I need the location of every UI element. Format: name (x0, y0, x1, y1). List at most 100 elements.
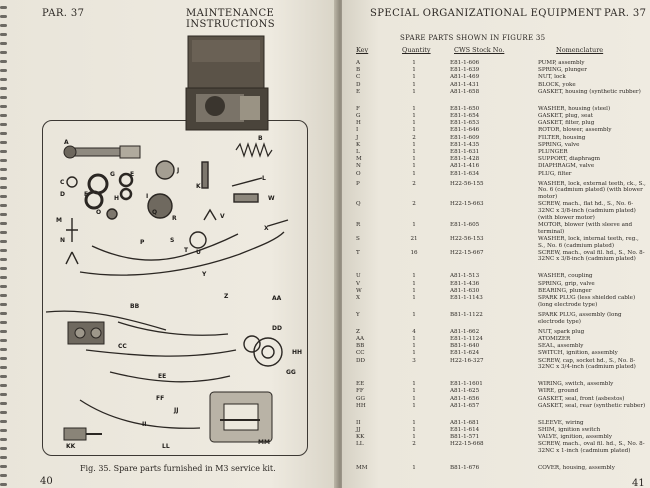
row-nomenclature: GASKET, plug, seat (538, 112, 593, 119)
row-stock-number: E81-1-605 (450, 221, 480, 228)
svg-text:Q: Q (152, 209, 157, 216)
row-quantity: 21 (410, 235, 418, 242)
row-quantity: 1 (412, 464, 416, 471)
row-nomenclature: SPARK PLUG (less shielded cable) (long e… (538, 294, 636, 308)
svg-text:LL: LL (162, 443, 170, 450)
spiral-ring (0, 96, 7, 99)
row-key: CC (356, 350, 365, 357)
figure-caption: Fig. 35. Spare parts furnished in M3 ser… (80, 464, 276, 473)
row-key: JJ (356, 426, 361, 433)
row-quantity: 3 (412, 357, 416, 364)
row-nomenclature: SUPPORT, diaphragm (538, 156, 601, 163)
row-key: GG (356, 395, 365, 402)
spiral-ring (0, 87, 7, 90)
left-page-number: 40 (40, 476, 53, 487)
row-stock-number: E81-1-653 (450, 120, 480, 127)
row-quantity: 1 (412, 60, 416, 66)
row-stock-number: A81-1-658 (450, 88, 480, 95)
column-header-quantity: Quantity (402, 46, 431, 54)
row-nomenclature: SHIM, ignition switch (538, 426, 601, 433)
row-stock-number: B81-1-571 (450, 434, 480, 440)
spiral-ring (0, 204, 7, 207)
left-running-header: MAINTENANCE INSTRUCTIONS (186, 8, 276, 30)
spiral-ring (0, 213, 7, 216)
spiral-ring (0, 15, 7, 18)
row-key: Z (356, 328, 360, 335)
spiral-ring (0, 114, 7, 117)
row-quantity: 1 (412, 419, 416, 426)
row-stock-number: A81-1-681 (450, 419, 480, 426)
row-nomenclature: SWITCH, ignition, assembly (538, 350, 618, 357)
row-stock-number: E81-1-609 (450, 134, 480, 141)
row-nomenclature: DIAPHRAGM, valve (538, 163, 595, 170)
row-stock-number: E81-1-634 (450, 170, 480, 177)
row-quantity: 1 (412, 350, 416, 357)
svg-text:JJ: JJ (173, 407, 178, 414)
row-stock-number: B81-1-676 (450, 464, 480, 471)
row-nomenclature: COVER, housing, assembly (538, 464, 615, 471)
svg-text:L: L (262, 175, 266, 182)
spiral-ring (0, 258, 7, 261)
svg-text:S: S (170, 237, 174, 244)
row-stock-number: A81-1-662 (450, 328, 480, 335)
spiral-ring (0, 438, 7, 441)
row-nomenclature: SLEEVE, wiring (538, 419, 584, 426)
row-nomenclature: WASHER, lock, internal teeth, reg., S., … (538, 235, 639, 249)
row-stock-number: E81-1-614 (450, 426, 480, 433)
spiral-ring (0, 357, 7, 360)
row-quantity: 1 (412, 273, 416, 280)
spiral-ring (0, 222, 7, 225)
part-label-text: AB CD EF GH IJ KL MN OP QR ST UV WX YZ A… (56, 135, 302, 450)
row-nomenclature: GASKET, seal, front (asbestos) (538, 395, 625, 402)
row-nomenclature: WASHER, lock, external teeth, ck., S., N… (538, 180, 646, 201)
row-nomenclature: NUT, lock (538, 74, 566, 81)
row-quantity: 2 (412, 134, 416, 141)
row-stock-number: B81-1-1122 (450, 311, 483, 318)
svg-text:FF: FF (156, 395, 164, 402)
row-key: Y (356, 311, 360, 318)
row-stock-number: E81-1-639 (450, 67, 480, 74)
column-header-stock-number: CWS Stock No. (454, 46, 505, 54)
svg-text:BB: BB (130, 303, 140, 310)
row-key: B (356, 67, 361, 74)
row-stock-number: E81-1-428 (450, 156, 480, 163)
row-stock-number: E81-1-606 (450, 60, 480, 66)
service-kit-box (185, 35, 269, 131)
row-nomenclature: ROTOR, blower, assembly (538, 127, 612, 134)
spiral-ring (0, 411, 7, 414)
svg-text:GG: GG (286, 369, 296, 376)
row-nomenclature: PLUNGER (538, 148, 568, 155)
table-title: SPARE PARTS SHOWN IN FIGURE 35 (400, 34, 546, 42)
row-nomenclature: WASHER, coupling (538, 273, 593, 280)
spiral-ring (0, 141, 7, 144)
row-stock-number: H22-15-667 (450, 249, 484, 256)
spiral-binding (0, 0, 8, 488)
row-stock-number: A81-1-656 (450, 395, 480, 402)
svg-text:V: V (220, 213, 225, 220)
row-key: Q (356, 201, 361, 208)
column-header-nomenclature: Nomenclature (556, 46, 604, 54)
row-nomenclature: PUMP, assembly (538, 60, 585, 66)
row-nomenclature: SPRING, plunger (538, 67, 587, 74)
row-key: N (356, 163, 361, 170)
right-paragraph-number: PAR. 37 (604, 8, 647, 19)
spiral-ring (0, 483, 7, 486)
row-stock-number: E81-1-646 (450, 127, 480, 134)
row-quantity: 1 (412, 287, 416, 294)
row-key: W (356, 287, 362, 294)
row-nomenclature: SPRING, grip, valve (538, 280, 595, 287)
housing-cover (209, 391, 273, 443)
spiral-ring (0, 6, 7, 9)
spiral-ring (0, 195, 7, 198)
row-key: MM (356, 464, 368, 471)
row-nomenclature: GASKET, housing (synthetic rubber) (538, 88, 641, 95)
row-key: DD (356, 357, 365, 364)
svg-text:MM: MM (258, 439, 270, 446)
row-nomenclature: WIRING, switch, assembly (538, 381, 614, 388)
spiral-ring (0, 240, 7, 243)
row-quantity: 1 (412, 105, 416, 112)
spiral-ring (0, 384, 7, 387)
spiral-ring (0, 42, 7, 45)
spiral-ring (0, 285, 7, 288)
row-quantity: 1 (412, 294, 416, 301)
